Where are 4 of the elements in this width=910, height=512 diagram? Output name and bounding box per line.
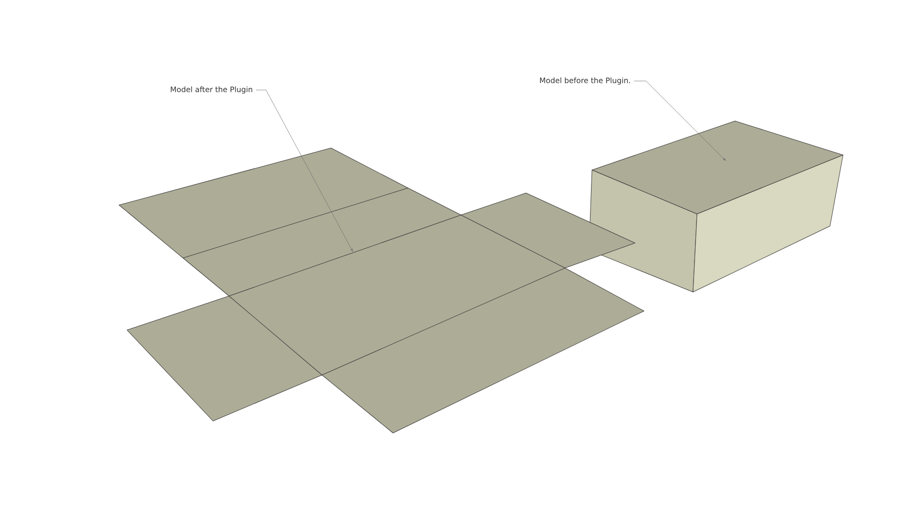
box-model	[588, 120, 844, 292]
leader-line	[634, 80, 726, 161]
leader-line	[256, 90, 353, 252]
unfolded-net	[118, 148, 644, 434]
